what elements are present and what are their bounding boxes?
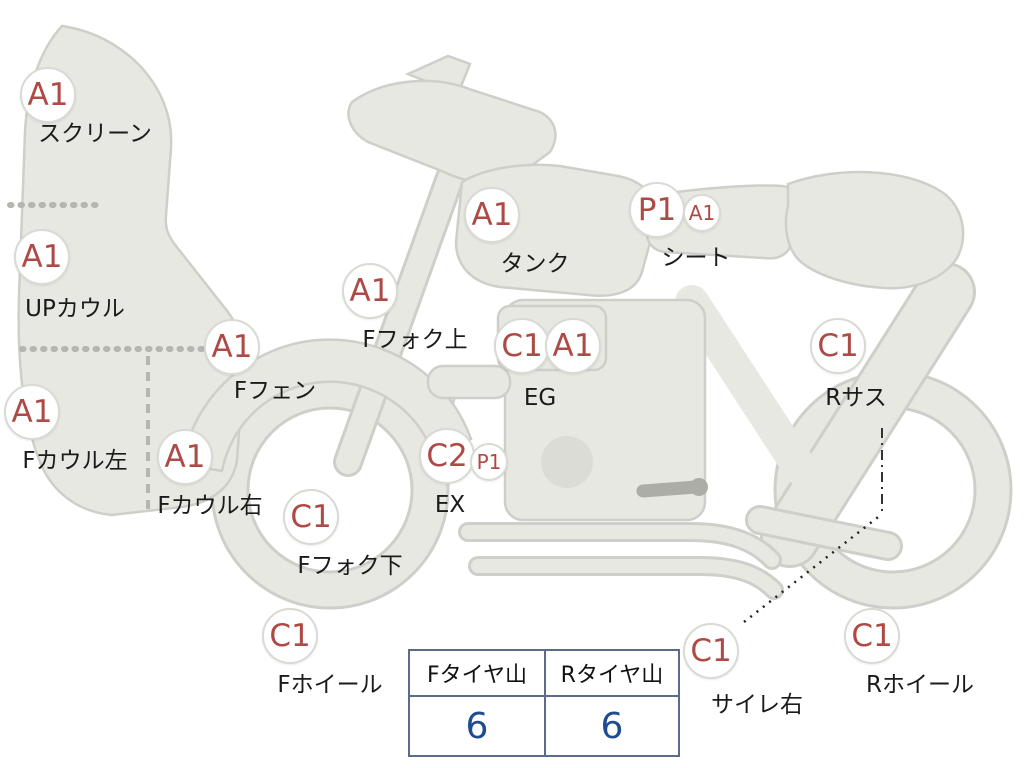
part-label-f-fork-upper: Fフォク上 bbox=[362, 327, 468, 353]
exhaust-header-shape bbox=[426, 364, 512, 400]
grade-badge-r-sus: C1 bbox=[810, 318, 866, 374]
part-label-silencer-right: サイレ右 bbox=[711, 692, 803, 718]
part-label-f-cowl-right: Fカウル右 bbox=[157, 493, 263, 519]
grade-badge-tank: A1 bbox=[464, 187, 520, 243]
part-label-seat: シート bbox=[661, 245, 731, 271]
grade-badge-f-fork-upper: A1 bbox=[342, 263, 398, 319]
part-label-f-fork-lower: Fフォク下 bbox=[297, 553, 403, 579]
front-cowl-shape bbox=[17, 24, 245, 517]
tire-tread-table: Fタイヤ山 Rタイヤ山 6 6 bbox=[408, 649, 680, 757]
grade-badge-f-wheel: C1 bbox=[262, 608, 318, 664]
part-label-screen: スクリーン bbox=[38, 121, 152, 147]
grade-badge-seat-1: P1 bbox=[629, 182, 685, 238]
grade-badge-exhaust-2: P1 bbox=[470, 443, 508, 481]
tail-shape bbox=[784, 170, 965, 290]
part-label-exhaust: EX bbox=[434, 492, 466, 518]
grade-badge-r-wheel: C1 bbox=[844, 608, 900, 664]
grade-badge-seat-2: A1 bbox=[683, 194, 721, 232]
grade-badge-up-cowl: A1 bbox=[14, 229, 70, 285]
grade-badge-silencer-right: C1 bbox=[683, 623, 739, 679]
grade-badge-f-cowl-left: A1 bbox=[4, 384, 60, 440]
part-label-f-wheel: Fホイール bbox=[277, 672, 383, 698]
grade-badge-f-cowl-right: A1 bbox=[157, 429, 213, 485]
tire-table-header-rear: Rタイヤ山 bbox=[544, 651, 678, 695]
handlebar-shape bbox=[347, 79, 557, 184]
part-label-f-fender: Fフェン bbox=[233, 378, 317, 404]
tire-table-value-front: 6 bbox=[410, 695, 544, 755]
tire-table-header-front: Fタイヤ山 bbox=[427, 663, 527, 688]
part-label-r-sus: Rサス bbox=[825, 385, 887, 411]
grade-badge-engine-1: C1 bbox=[494, 318, 550, 374]
grade-badge-engine-2: A1 bbox=[545, 318, 601, 374]
grade-badge-f-fork-lower: C1 bbox=[283, 489, 339, 545]
tire-table-value-rear: 6 bbox=[544, 695, 678, 755]
part-label-r-wheel: Rホイール bbox=[866, 672, 974, 698]
lever-shape bbox=[636, 480, 703, 498]
grade-badge-exhaust-1: C2 bbox=[419, 428, 475, 484]
grade-badge-screen: A1 bbox=[20, 67, 76, 123]
part-label-tank: タンク bbox=[500, 251, 570, 277]
part-label-engine: EG bbox=[523, 385, 557, 411]
part-label-f-cowl-left: Fカウル左 bbox=[22, 448, 128, 474]
part-label-up-cowl: UPカウル bbox=[25, 296, 125, 322]
grade-badge-f-fender: A1 bbox=[204, 319, 260, 375]
